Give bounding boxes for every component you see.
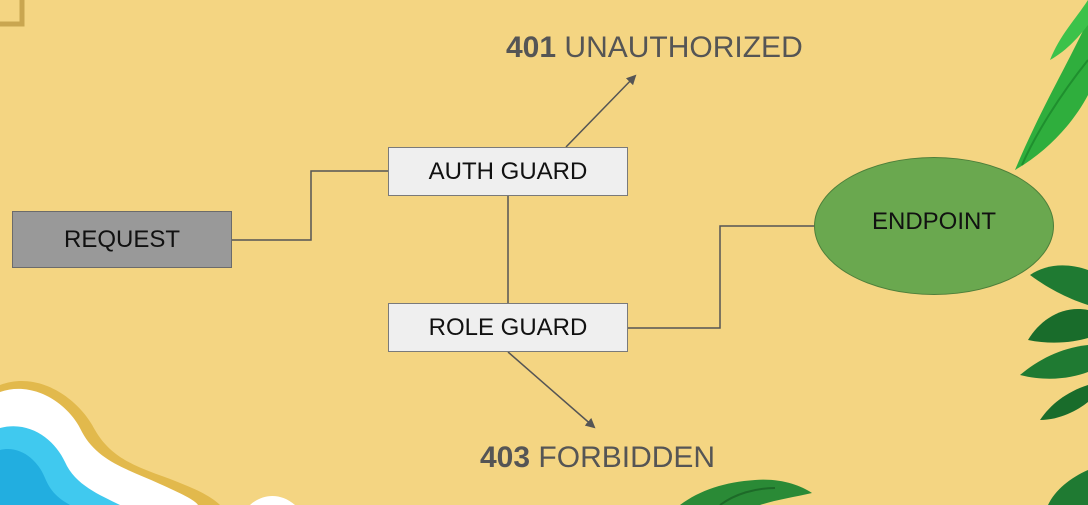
endpoint-label: ENDPOINT <box>871 208 996 235</box>
auth-guard-node: AUTH GUARD <box>388 147 628 196</box>
endpoint-node: ENDPOINT <box>814 157 1054 295</box>
request-node: REQUEST <box>12 211 232 268</box>
corner-frame-icon <box>0 0 25 27</box>
forbidden-text: FORBIDDEN <box>538 441 716 474</box>
forbidden-outcome: 403 FORBIDDEN <box>480 441 715 475</box>
palm-leaf-illustration <box>1015 0 1088 505</box>
forbidden-code: 403 <box>480 441 531 474</box>
auth-guard-label: AUTH GUARD <box>428 157 588 185</box>
unauthorized-code: 401 <box>506 31 557 64</box>
role-to-endpoint-connector <box>628 225 814 329</box>
unauthorized-outcome: 401 UNAUTHORIZED <box>506 31 803 65</box>
role-guard-label: ROLE GUARD <box>428 313 588 341</box>
leaf-illustration <box>680 479 812 505</box>
auth-to-401-arrow <box>565 74 637 148</box>
role-to-403-arrow <box>507 351 596 429</box>
water-illustration <box>0 381 295 505</box>
request-label: REQUEST <box>63 225 180 253</box>
unauthorized-text: UNAUTHORIZED <box>564 31 803 64</box>
role-guard-node: ROLE GUARD <box>388 303 628 352</box>
request-to-auth-connector <box>232 170 388 241</box>
